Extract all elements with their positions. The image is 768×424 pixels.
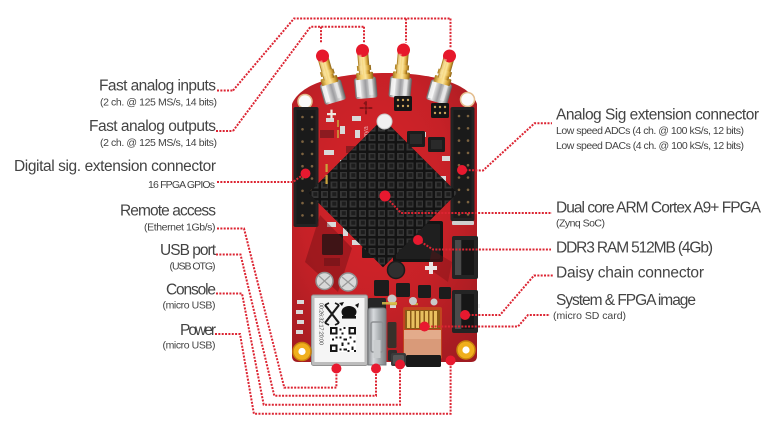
svg-text:16 FPGA GPIOs: 16 FPGA GPIOs <box>148 179 215 191</box>
svg-text:Dual core ARM Cortex A9+ FPGA: Dual core ARM Cortex A9+ FPGA <box>556 200 762 217</box>
svg-text:System & FPGA image: System & FPGA image <box>556 292 696 309</box>
svg-text:Console: Console <box>166 282 216 299</box>
svg-text:Fast analog outputs: Fast analog outputs <box>89 118 216 135</box>
svg-text:(2 ch. @ 125 MS/s, 14 bits): (2 ch. @ 125 MS/s, 14 bits) <box>100 97 217 109</box>
svg-text:(micro USB): (micro USB) <box>163 340 216 352</box>
svg-text:(USB OTG): (USB OTG) <box>170 261 216 273</box>
svg-text:DDR3 RAM 512MB (4Gb): DDR3 RAM 512MB (4Gb) <box>556 239 713 256</box>
svg-text:USB port: USB port <box>160 242 217 259</box>
svg-text:Power: Power <box>180 322 216 339</box>
svg-text:Low speed ADCs (4 ch. @ 100 kS: Low speed ADCs (4 ch. @ 100 kS/s, 12 bit… <box>556 125 744 137</box>
svg-text:Daisy chain connector: Daisy chain connector <box>556 265 704 282</box>
svg-text:Remote access: Remote access <box>120 203 216 220</box>
svg-text:(Zynq SoC): (Zynq SoC) <box>556 218 605 230</box>
svg-text:(micro SD card): (micro SD card) <box>553 310 626 322</box>
svg-text:Low speed DACs (4 ch. @ 100 kS: Low speed DACs (4 ch. @ 100 kS/s, 12 bit… <box>556 140 744 152</box>
svg-text:(Ethernet 1Gb/s): (Ethernet 1Gb/s) <box>144 222 216 234</box>
svg-text:Analog Sig extension connector: Analog Sig extension connector <box>556 107 759 124</box>
svg-text:Fast analog inputs: Fast analog inputs <box>99 78 216 95</box>
svg-text:Digital sig. extension connect: Digital sig. extension connector <box>14 158 216 175</box>
svg-text:00:26:32:17:20:00: 00:26:32:17:20:00 <box>318 303 324 345</box>
svg-text:(2 ch. @ 125 MS/s, 14 bits): (2 ch. @ 125 MS/s, 14 bits) <box>100 137 217 149</box>
svg-text:(micro USB): (micro USB) <box>163 300 216 312</box>
